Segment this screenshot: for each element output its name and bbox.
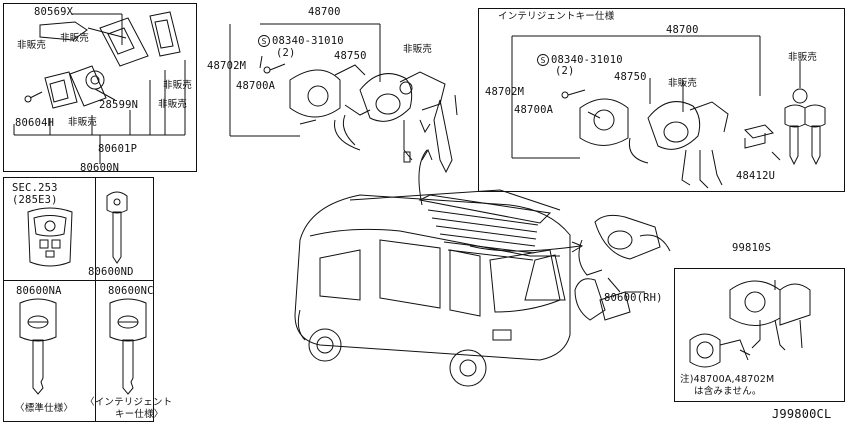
part-label-28599N: 28599N (99, 99, 139, 111)
intelligent-key-lock-assembly (511, 35, 826, 189)
diagram-code: J99800CL (772, 407, 832, 421)
part-label-48750-center: 48750 (334, 50, 367, 62)
assembly-label-48700-right: 48700 (666, 24, 699, 36)
part-label-48700A-right: 48700A (514, 104, 554, 116)
not-for-sale-label-right-2: 非販売 (788, 52, 818, 63)
not-for-sale-label-5: 非販売 (68, 117, 98, 128)
bottom-left-panel-frame (3, 280, 154, 422)
part-label-48412U: 48412U (736, 170, 776, 182)
screw-symbol-right (537, 54, 549, 66)
door-handle-drawing (574, 214, 671, 321)
part-label-48700A-center: 48700A (236, 80, 276, 92)
screw-code-right: 08340-31010 (551, 54, 623, 66)
part-label-80569X: 80569X (34, 6, 74, 18)
part-label-48702M-center: 48702M (207, 60, 247, 72)
part-label-80600NC: 80600NC (108, 285, 154, 297)
not-for-sale-label-center: 非販売 (403, 44, 433, 55)
lock-set-note-line1: 注)48700A,48702M (680, 374, 775, 385)
standard-key-drawing (19, 298, 57, 395)
section-ref-line2: (285E3) (12, 194, 58, 206)
right-panel-frame (478, 8, 845, 192)
part-label-80601P: 80601P (98, 143, 138, 155)
intelligent-key-caption-line1: 〈インテリジェント (85, 397, 173, 408)
intelligent-key-fob-drawing (27, 191, 128, 267)
right-panel-title: インテリジェントキー仕様 (498, 11, 615, 22)
section-ref-line1: SEC.253 (12, 182, 58, 194)
not-for-sale-label-2: 非販売 (60, 33, 90, 44)
lock-set-drawing (689, 280, 811, 368)
not-for-sale-label-right-1: 非販売 (668, 78, 698, 89)
not-for-sale-label-4: 非販売 (158, 99, 188, 110)
part-label-48750-right: 48750 (614, 71, 647, 83)
transmitter-parts-group (13, 11, 186, 164)
screw-symbol-center (258, 35, 270, 47)
part-label-80600ND: 80600ND (88, 266, 134, 278)
standard-key-caption: 〈標準仕様〉 (15, 403, 74, 414)
assembly-label-48700-center: 48700 (308, 6, 341, 18)
screw-qty-center: (2) (276, 47, 296, 59)
part-label-80600NA: 80600NA (16, 285, 62, 297)
intelligent-key-caption-line2: キー仕様〉 (115, 409, 164, 420)
callout-arrows (418, 148, 584, 253)
screw-code-center: 08340-31010 (272, 35, 344, 47)
lock-set-panel-frame (674, 268, 845, 402)
part-label-48702M-right: 48702M (485, 86, 525, 98)
assembly-label-80600N: 80600N (80, 162, 120, 174)
top-left-panel-frame (3, 3, 197, 172)
screw-symbol-right-letter: S (541, 56, 546, 65)
lock-set-note-line2: は含みません。 (694, 386, 762, 397)
vehicle-drawing (294, 189, 571, 387)
part-label-80604H: 80604H (15, 117, 55, 129)
part-label-80600RH: 80600(RH) (604, 292, 663, 304)
screw-symbol-center-letter: S (262, 37, 267, 46)
not-for-sale-label-3: 非販売 (163, 80, 193, 91)
part-label-99810S: 99810S (732, 242, 772, 254)
intelligent-key-blade-drawing (109, 298, 147, 395)
screw-qty-right: (2) (555, 65, 575, 77)
door-lock-cylinder-assembly (229, 23, 458, 174)
not-for-sale-label-1: 非販売 (17, 40, 47, 51)
